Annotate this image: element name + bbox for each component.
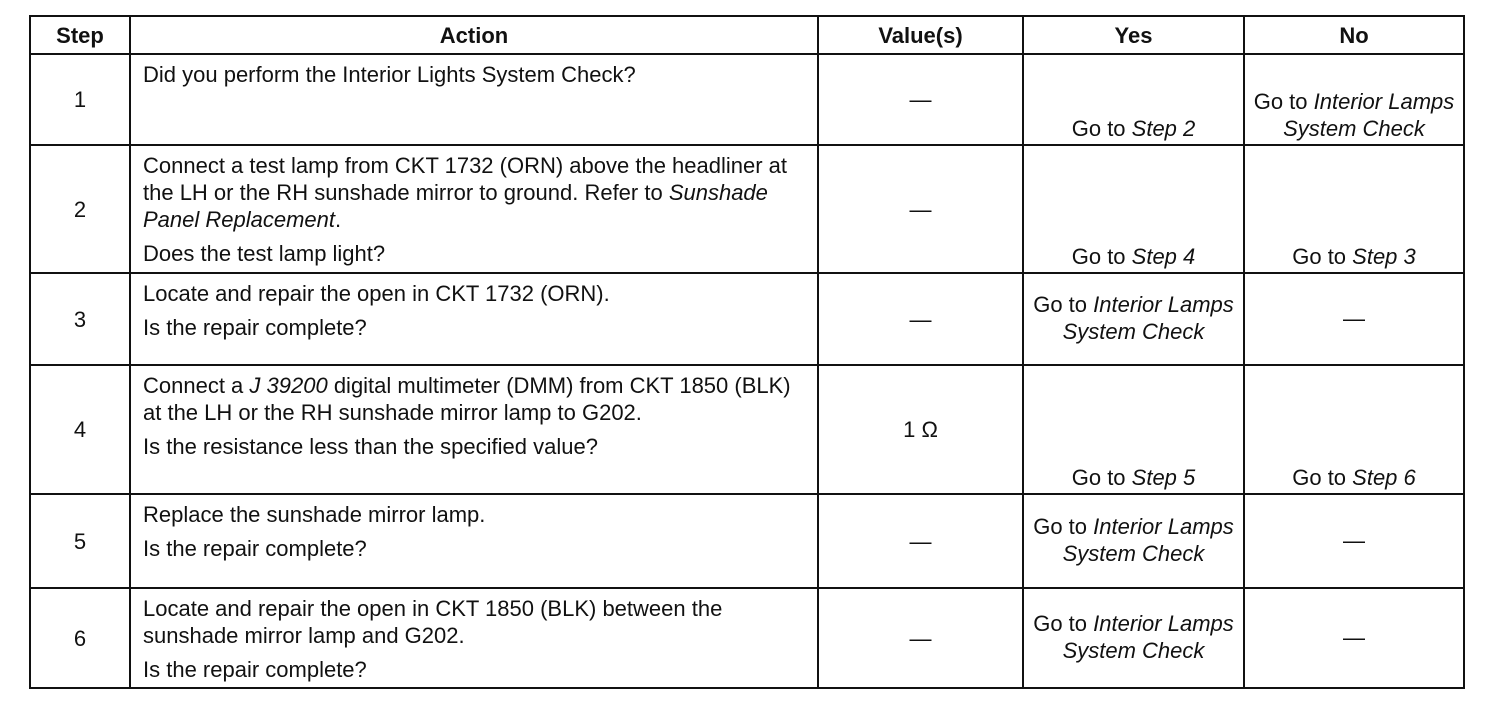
action-paragraph: Replace the sunshade mirror lamp. (143, 501, 805, 528)
action-text: Locate and repair the open in CKT 1732 (… (143, 281, 610, 306)
yes-target: Step 4 (1131, 244, 1196, 269)
no-target: Interior Lamps System Check (1283, 89, 1455, 141)
table-row: 3 Locate and repair the open in CKT 1732 … (29, 272, 1465, 366)
action-text-after: . (335, 207, 342, 232)
no-dash: — (1343, 624, 1365, 650)
no-prefix: Go to (1253, 89, 1314, 114)
header-values: Value(s) (817, 15, 1024, 55)
no-prefix: Go to (1292, 465, 1353, 490)
step-number: 3 (29, 272, 131, 366)
action-text: Is the resistance less than the specifie… (143, 434, 598, 459)
diagnostic-table: Step Action Value(s) Yes No 1 Did you per… (29, 15, 1465, 689)
action-paragraph: Is the repair complete? (143, 535, 805, 562)
yes-cell: Go to Step 4 (1022, 144, 1245, 274)
action-paragraph: Connect a test lamp from CKT 1732 (ORN) … (143, 152, 805, 233)
action-paragraph: Connect a J 39200 digital multimeter (DM… (143, 372, 805, 426)
action-text: Connect a (143, 373, 250, 398)
action-text: Locate and repair the open in CKT 1850 (… (143, 596, 723, 648)
yes-prefix: Go to (1033, 292, 1094, 317)
action-paragraph: Did you perform the Interior Lights Syst… (143, 61, 805, 88)
action-text: Did you perform the Interior Lights Syst… (143, 62, 636, 87)
no-target: Step 3 (1352, 244, 1416, 269)
step-number: 1 (29, 53, 131, 146)
action-text: Connect a test lamp from CKT 1732 (ORN) … (143, 153, 788, 205)
action-cell: Locate and repair the open in CKT 1850 (… (129, 587, 819, 689)
action-cell: Did you perform the Interior Lights Syst… (129, 53, 819, 146)
action-text: Does the test lamp light? (143, 241, 386, 266)
yes-cell: Go to Interior Lamps System Check (1022, 272, 1245, 366)
header-row: Step Action Value(s) Yes No (29, 15, 1465, 55)
action-paragraph: Is the repair complete? (143, 656, 805, 683)
yes-prefix: Go to (1033, 514, 1094, 539)
value-cell: — (817, 53, 1024, 146)
action-cell: Locate and repair the open in CKT 1732 (… (129, 272, 819, 366)
table-row: 1 Did you perform the Interior Lights Sys… (29, 53, 1465, 146)
action-paragraph: Is the repair complete? (143, 314, 805, 341)
step-number: 6 (29, 587, 131, 689)
no-target: Step 6 (1352, 465, 1416, 490)
action-cell: Replace the sunshade mirror lamp. Is the … (129, 493, 819, 589)
yes-prefix: Go to (1033, 611, 1094, 636)
no-cell: Go to Step 3 (1243, 144, 1465, 274)
action-cell: Connect a test lamp from CKT 1732 (ORN) … (129, 144, 819, 274)
no-cell: — (1243, 493, 1465, 589)
action-text-after: digital multimeter (DMM) from CKT 1850 (… (143, 373, 791, 425)
yes-target: Step 2 (1131, 116, 1196, 141)
action-text: Replace the sunshade mirror lamp. (143, 502, 486, 527)
action-text: Is the repair complete? (143, 315, 367, 340)
no-dash: — (1343, 527, 1365, 553)
value-cell: — (817, 587, 1024, 689)
table-row: 5 Replace the sunshade mirror lamp. Is the… (29, 493, 1465, 589)
action-cell: Connect a J 39200 digital multimeter (DM… (129, 364, 819, 495)
action-paragraph: Does the test lamp light? (143, 240, 805, 267)
yes-cell: Go to Interior Lamps System Check (1022, 587, 1245, 689)
no-dash: — (1343, 305, 1365, 331)
action-reference: J 39200 (249, 373, 328, 398)
header-yes: Yes (1022, 15, 1245, 55)
yes-cell: Go to Step 2 (1022, 53, 1245, 146)
step-number: 5 (29, 493, 131, 589)
value-cell: — (817, 272, 1024, 366)
no-cell: — (1243, 587, 1465, 689)
yes-prefix: Go to (1071, 116, 1132, 141)
table-body: 1 Did you perform the Interior Lights Sys… (29, 53, 1465, 689)
action-paragraph: Locate and repair the open in CKT 1732 (… (143, 280, 805, 307)
yes-prefix: Go to (1071, 244, 1132, 269)
yes-target: Interior Lamps System Check (1062, 292, 1234, 344)
header-action: Action (129, 15, 819, 55)
yes-cell: Go to Interior Lamps System Check (1022, 493, 1245, 589)
step-number: 2 (29, 144, 131, 274)
value-cell: — (817, 144, 1024, 274)
yes-cell: Go to Step 5 (1022, 364, 1245, 495)
yes-target: Interior Lamps System Check (1062, 611, 1234, 663)
step-number: 4 (29, 364, 131, 495)
value-cell: 1 Ω (817, 364, 1024, 495)
action-text: Is the repair complete? (143, 657, 367, 682)
header-no: No (1243, 15, 1465, 55)
no-cell: Go to Step 6 (1243, 364, 1465, 495)
yes-target: Interior Lamps System Check (1062, 514, 1234, 566)
yes-prefix: Go to (1071, 465, 1132, 490)
action-text: Is the repair complete? (143, 536, 367, 561)
header-step: Step (29, 15, 131, 55)
no-cell: — (1243, 272, 1465, 366)
no-cell: Go to Interior Lamps System Check (1243, 53, 1465, 146)
no-prefix: Go to (1292, 244, 1353, 269)
action-reference: Sunshade Panel Replacement (143, 180, 768, 232)
value-cell: — (817, 493, 1024, 589)
action-paragraph: Locate and repair the open in CKT 1850 (… (143, 595, 805, 649)
yes-target: Step 5 (1131, 465, 1196, 490)
action-paragraph: Is the resistance less than the specifie… (143, 433, 805, 460)
